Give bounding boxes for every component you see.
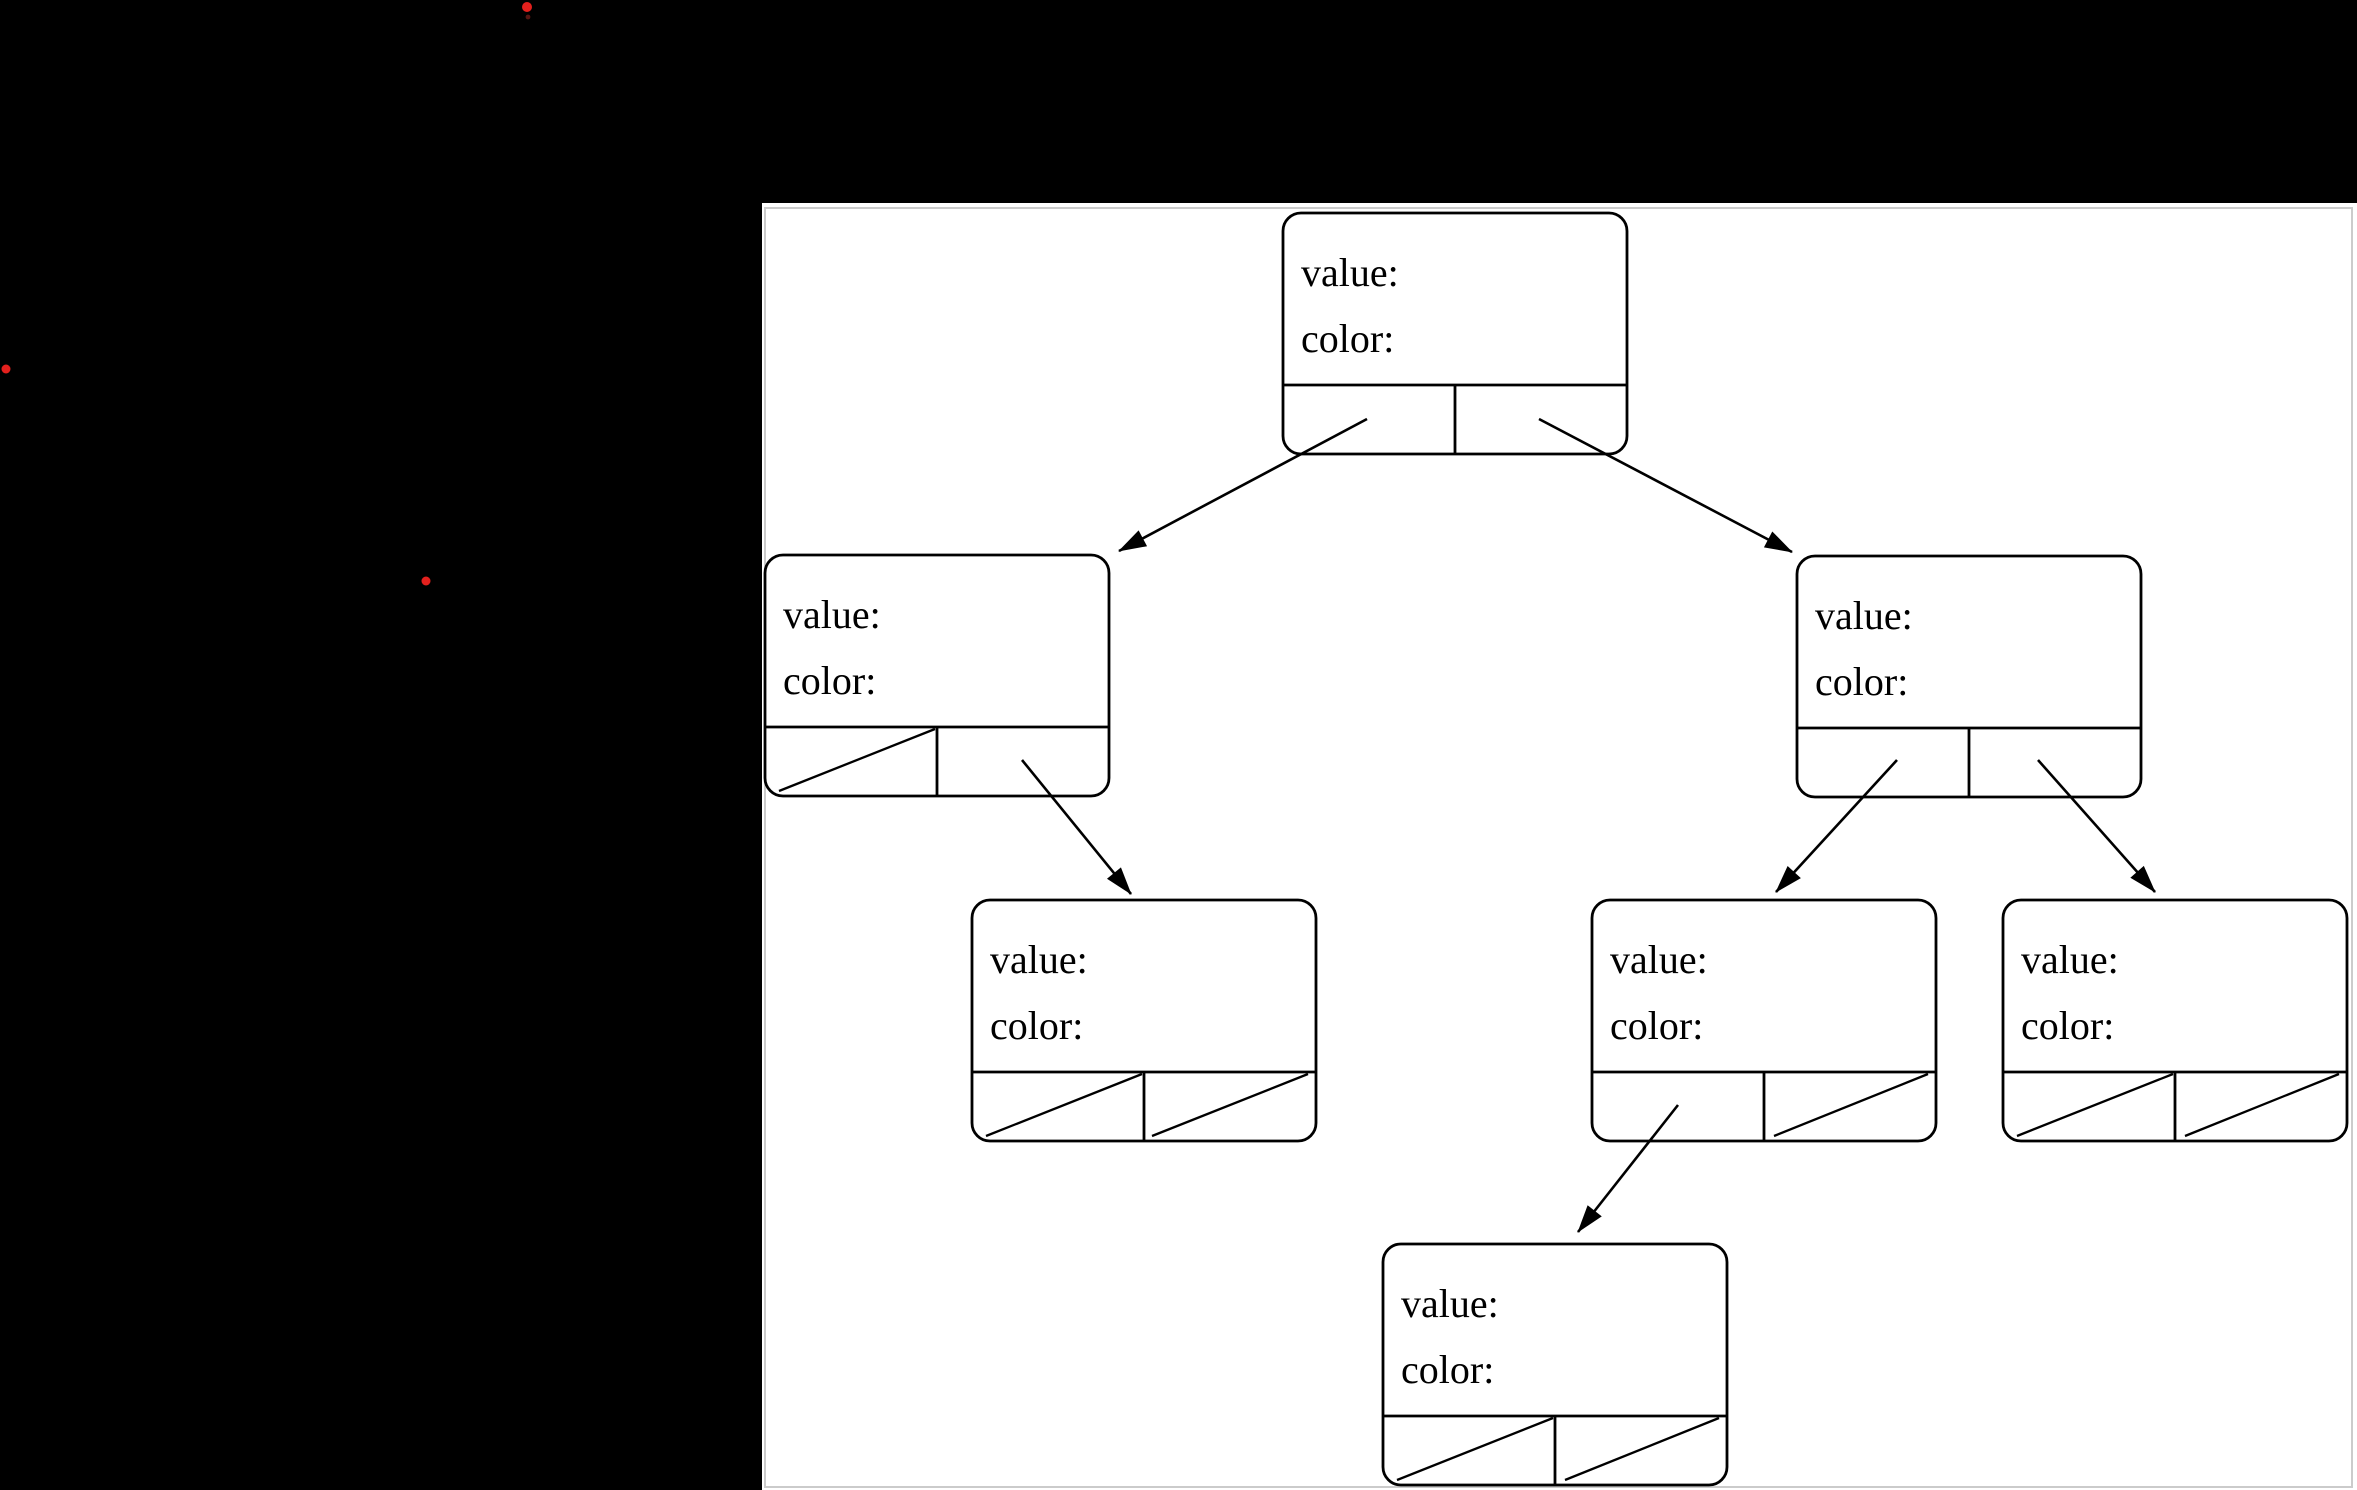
node-color-label: color:	[1815, 659, 1908, 704]
edge-right-right	[2037, 759, 2156, 893]
node-value-label: value:	[1815, 593, 1913, 638]
node-color-label: color:	[2021, 1003, 2114, 1048]
edge-right-left	[1775, 759, 1898, 893]
node-color-label: color:	[783, 658, 876, 703]
null-pointer-slash	[778, 727, 936, 793]
node-color-label: color:	[1610, 1003, 1703, 1048]
edge-grandchild-left	[1576, 1104, 1680, 1233]
edge-left-right	[1020, 759, 1133, 895]
null-pointer-slash	[2016, 1072, 2174, 1138]
node-value-label: value:	[1401, 1281, 1499, 1326]
tree-node-root[interactable]: value: color:	[1281, 211, 1629, 456]
node-value-label: value:	[1301, 250, 1399, 295]
tree-node-left-child[interactable]: value: color:	[763, 553, 1111, 798]
null-pointer-slash	[985, 1072, 1143, 1138]
null-pointer-slash	[1773, 1072, 1929, 1138]
null-pointer-slash	[1151, 1072, 1309, 1138]
node-value-label: value:	[990, 937, 1088, 982]
edge-root-right	[1538, 417, 1793, 554]
null-pointer-slash	[2184, 1072, 2340, 1138]
tree-node-right-child[interactable]: value: color:	[1795, 554, 2143, 799]
node-value-label: value:	[1610, 937, 1708, 982]
null-pointer-slash	[1564, 1416, 1720, 1482]
null-pointer-slash	[1396, 1416, 1554, 1482]
small-dark-dot	[525, 14, 531, 20]
red-dot	[1, 364, 11, 374]
node-color-label: color:	[1401, 1347, 1494, 1392]
red-dots	[1, 2, 532, 586]
node-value-label: value:	[2021, 937, 2119, 982]
tree-node-right-right-grandchild[interactable]: value: color:	[2001, 898, 2349, 1143]
tree-edges	[1020, 417, 2156, 1233]
red-dot	[421, 576, 431, 586]
node-color-label: color:	[990, 1003, 1083, 1048]
tree-node-right-left-grandchild[interactable]: value: color:	[1590, 898, 1938, 1143]
tree-node-bottom[interactable]: value: color:	[1381, 1242, 1729, 1487]
red-dot	[522, 2, 532, 12]
tree-node-left-right-grandchild[interactable]: value: color:	[970, 898, 1318, 1143]
edge-root-left	[1118, 417, 1368, 553]
canvas-panel-border	[764, 207, 2353, 1488]
node-value-label: value:	[783, 592, 881, 637]
node-color-label: color:	[1301, 316, 1394, 361]
